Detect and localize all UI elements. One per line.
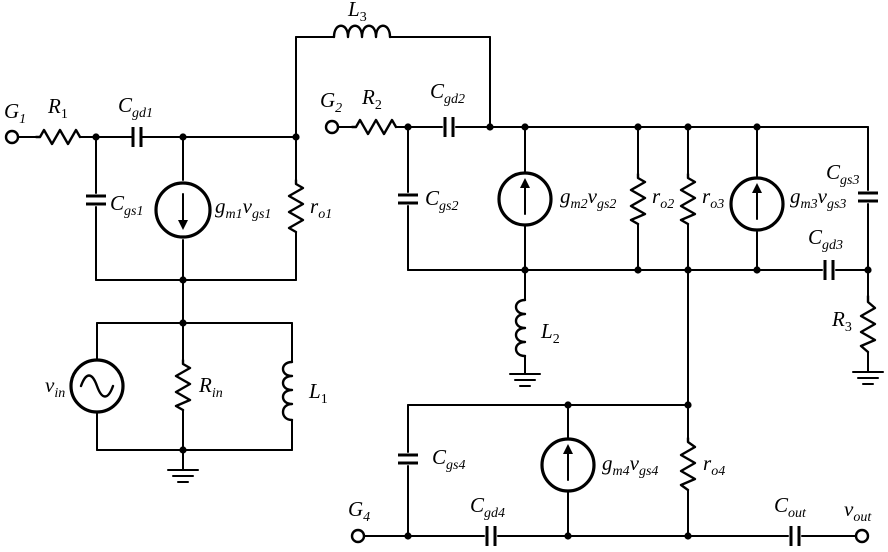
label-g1: G1 (4, 99, 26, 127)
junction-dot (179, 133, 187, 141)
junction-dot (521, 123, 529, 131)
junction-dot (634, 266, 642, 274)
inductors (281, 24, 527, 422)
junction-dot (521, 266, 529, 274)
current-sources (154, 171, 785, 493)
arrow-up-icon (752, 183, 762, 193)
junction-dots (92, 123, 872, 540)
terminal-vout (854, 528, 870, 544)
capacitors (86, 117, 878, 546)
arrow-down-icon (178, 220, 188, 230)
current-source-gm3 (729, 176, 785, 232)
labels: G1 G2 G4 vout R1 Cgd1 Cgs1 gm1vgs1 ro1 v… (4, 0, 872, 525)
label-rin: Rin (198, 373, 223, 401)
current-source-gm4 (540, 437, 596, 493)
label-cgs2: Cgs2 (425, 186, 458, 214)
label-r1: R1 (47, 94, 68, 122)
label-cgs4: Cgs4 (432, 445, 465, 473)
junction-dot (404, 123, 412, 131)
resistor-rin (174, 358, 192, 412)
junction-dot (179, 319, 187, 327)
junction-dot (684, 123, 692, 131)
ground-icon (509, 373, 541, 387)
label-ro2: ro2 (652, 184, 674, 212)
terminal-g1 (4, 129, 20, 145)
inductor-l1 (281, 360, 294, 422)
junction-dot (684, 532, 692, 540)
label-cout: Cout (774, 493, 807, 521)
label-r3: R3 (831, 307, 852, 335)
capacitor-cgd3 (823, 260, 835, 280)
junction-dot (486, 123, 494, 131)
inductor-l2 (514, 298, 527, 358)
capacitor-cout (789, 526, 801, 546)
label-ro4: ro4 (703, 451, 725, 479)
junction-dot (564, 401, 572, 409)
current-source-gm1 (154, 181, 212, 239)
label-gm1-vgs1: gm1vgs1 (215, 194, 271, 222)
label-g2: G2 (320, 88, 342, 116)
capacitor-cgs4 (398, 453, 418, 465)
label-cgd4: Cgd4 (470, 493, 505, 521)
capacitor-cgd4 (485, 526, 497, 546)
junction-dot (864, 266, 872, 274)
resistor-ro3 (679, 172, 697, 226)
ground-icon (167, 469, 199, 483)
current-source-gm2 (497, 171, 553, 227)
grounds (167, 371, 884, 483)
junction-dot (564, 532, 572, 540)
resistor-r1 (34, 128, 82, 146)
label-l3: L3 (347, 0, 367, 25)
capacitor-cgs2 (398, 193, 418, 205)
label-cgd2: Cgd2 (430, 79, 465, 107)
resistor-ro1 (287, 178, 305, 234)
terminal-g2 (324, 119, 340, 135)
resistor-r3 (859, 294, 877, 354)
label-gm3-vgs3: gm3vgs3 (790, 184, 846, 212)
arrow-up-icon (520, 178, 530, 188)
label-gm2-vgs2: gm2vgs2 (560, 184, 616, 212)
label-vin: vin (45, 373, 65, 401)
capacitor-cgs1 (86, 194, 106, 206)
junction-dot (179, 446, 187, 454)
terminal-g4 (350, 528, 366, 544)
label-l1: L1 (308, 379, 328, 407)
junction-dot (292, 133, 300, 141)
junction-dot (753, 266, 761, 274)
ac-voltage-source-vin (69, 358, 125, 414)
label-vout: vout (844, 497, 872, 525)
sine-wave-icon (79, 374, 115, 398)
label-cgs1: Cgs1 (110, 191, 143, 219)
resistor-r2 (350, 118, 398, 136)
label-g4: G4 (348, 497, 370, 525)
junction-dot (179, 276, 187, 284)
capacitor-cgs3 (858, 191, 878, 203)
label-cgd1: Cgd1 (118, 93, 153, 121)
inductor-l3 (332, 24, 392, 39)
junction-dot (753, 123, 761, 131)
label-ro3: ro3 (702, 184, 724, 212)
junction-dot (634, 123, 642, 131)
resistor-ro4 (679, 436, 697, 492)
resistor-ro2 (629, 172, 647, 226)
junction-dot (404, 532, 412, 540)
capacitor-cgd2 (443, 117, 455, 137)
label-r2: R2 (361, 85, 382, 113)
label-cgs3: Cgs3 (826, 160, 859, 188)
label-cgd3: Cgd3 (808, 225, 843, 253)
label-l2: L2 (540, 319, 560, 347)
ground-icon (852, 371, 884, 385)
label-ro1: ro1 (310, 194, 332, 222)
junction-dot (92, 133, 100, 141)
junction-dot (684, 401, 692, 409)
resistors (34, 118, 877, 492)
terminals (4, 119, 870, 544)
junction-dot (684, 266, 692, 274)
capacitor-cgd1 (127, 127, 147, 147)
arrow-up-icon (563, 444, 573, 454)
label-gm4-vgs4: gm4vgs4 (602, 451, 658, 479)
